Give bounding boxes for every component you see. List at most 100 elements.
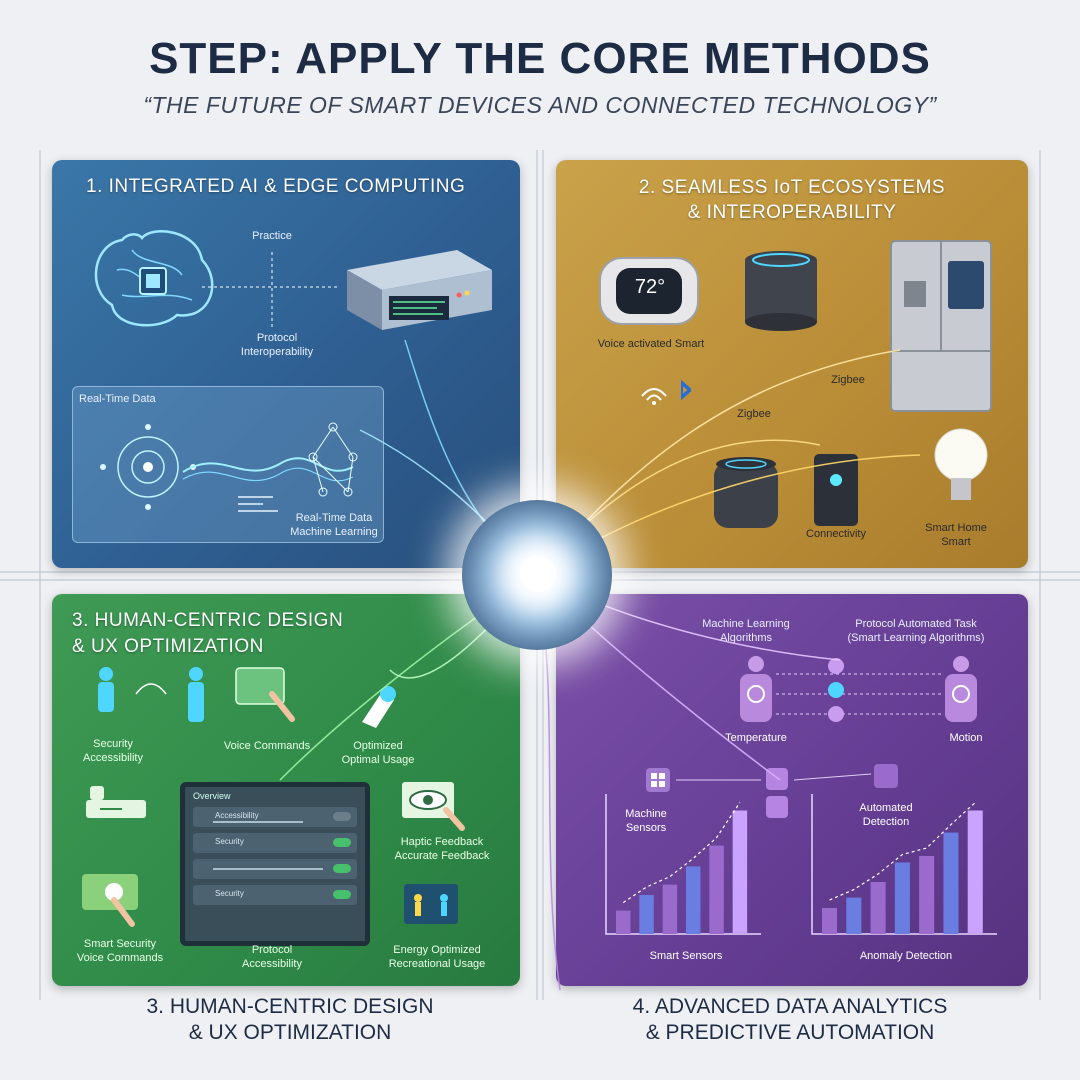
speaker-small-icon (714, 457, 778, 528)
label-protocol-auto-text: Protocol Automated Task (Smart Learning … (847, 618, 985, 644)
screen-row-1-label: Accessibility (215, 811, 259, 820)
slider-track[interactable] (213, 821, 303, 823)
page-subtitle: “THE FUTURE OF SMART DEVICES AND CONNECT… (143, 92, 937, 118)
panel-ai-edge: 1. INTEGRATED AI & EDGE COMPUTING Practi… (52, 160, 520, 568)
label-realtime-top: Real-Time Data (79, 393, 156, 405)
label-smart-text: Smart Home Smart (925, 522, 987, 548)
label-practice: Practice (252, 230, 292, 242)
person-sensor-flow-icon (740, 656, 977, 722)
label-protocol: Protocol Interoperability (222, 332, 332, 360)
panel-iot: 2. SEAMLESS IoT ECOSYSTEMS & INTEROPERAB… (556, 160, 1028, 568)
label-ml-text: Machine Learning Algorithms (702, 618, 790, 644)
label-zigbee-mid: Zigbee (737, 408, 771, 420)
panel-iot-title: 2. SEAMLESS IoT ECOSYSTEMS & INTEROPERAB… (638, 177, 946, 223)
screen-row-2[interactable]: Security (193, 833, 357, 853)
label-anomaly: Anomaly Detection (859, 950, 953, 962)
screen-row-1[interactable]: Accessibility (193, 807, 357, 827)
label-security: Security Accessibility (68, 738, 158, 766)
wifi-bluetooth-icon (641, 379, 692, 405)
smart-fridge-icon (890, 240, 992, 412)
smart-sensors-chart-bar-5 (732, 810, 748, 934)
anomaly-chart-bar-5 (943, 832, 959, 934)
globe-glow (520, 556, 556, 592)
label-security-text: Security Accessibility (83, 738, 143, 764)
anomaly-chart-bar-3 (894, 862, 910, 934)
label-optimized-text: Optimized Optimal Usage (341, 740, 415, 766)
toggle-switch[interactable] (333, 864, 351, 873)
smart-sensors-chart-bar-3 (686, 866, 701, 934)
smart-bulb-icon (934, 428, 988, 500)
presentation-icon (404, 884, 458, 924)
neural-network-icon (100, 422, 358, 512)
anomaly-chart-bar-4 (919, 856, 935, 934)
label-protocol-auto: Protocol Automated Task (Smart Learning … (826, 618, 1006, 646)
page-title: STEP: APPLY THE CORE METHODS (149, 34, 931, 83)
label-ml: Machine Learning Algorithms (686, 618, 806, 646)
screen-header: Overview (193, 791, 231, 801)
label-zigbee-right: Zigbee (831, 374, 865, 386)
touch-screen-icon (235, 667, 295, 722)
anomaly-chart-axis (811, 794, 997, 935)
label-smart-sensors: Smart Sensors (649, 950, 723, 962)
thermostat-temp: 72° (634, 276, 666, 298)
label-haptic-text: Haptic Feedback Accurate Feedback (394, 836, 490, 862)
thermostat-icon (599, 257, 699, 325)
label-automated-detection: Automated Detection (836, 802, 936, 830)
slider-track[interactable] (213, 868, 323, 870)
anomaly-chart-bar-2 (870, 882, 886, 934)
screen-row-4-label: Security (215, 889, 244, 898)
label-energy-text: Energy Optimized Recreational Usage (388, 944, 486, 970)
label-connect: Connectivity (806, 528, 866, 540)
smart-sensors-chart-bar-2 (662, 884, 678, 934)
toggle-switch[interactable] (333, 812, 351, 821)
microphone-icon (362, 686, 396, 728)
smart-sensors-chart-axis (605, 794, 761, 935)
label-haptic: Haptic Feedback Accurate Feedback (382, 836, 502, 864)
label-motion: Motion (949, 732, 983, 744)
anomaly-chart-trend-line (829, 802, 976, 901)
smart-sensors-chart (605, 794, 761, 935)
dotted-connector (202, 252, 337, 327)
anomaly-chart-bar-6 (967, 810, 983, 934)
switch-toggle-icon (86, 786, 146, 818)
smart-sensors-chart-bar-1 (639, 895, 654, 934)
panel-ux: 3. HUMAN-CENTRIC DESIGN & UX OPTIMIZATIO… (52, 594, 520, 986)
label-temperature: Temperature (725, 732, 787, 744)
smart-sensors-chart-trend-line (622, 802, 741, 904)
eye-feedback-icon (402, 782, 465, 831)
screen-row-3[interactable] (193, 859, 357, 879)
anomaly-detection-chart (811, 794, 997, 935)
brain-chip-icon (94, 230, 214, 327)
smart-sensors-chart-bar-4 (709, 845, 724, 934)
label-energy: Energy Optimized Recreational Usage (372, 944, 502, 972)
label-machine-sensors-text: Machine Sensors (625, 808, 667, 834)
smart-hub-icon (814, 454, 858, 526)
label-smart-security: Smart Security Voice Commands (60, 938, 180, 966)
label-realtime-bottom-text: Real-Time Data Machine Learning (290, 512, 378, 538)
panel-ux-title: 3. HUMAN-CENTRIC DESIGN & UX OPTIMIZATIO… (72, 610, 344, 657)
toggle-switch[interactable] (333, 890, 351, 899)
tablet-screen: Overview Accessibility Security Security (180, 782, 370, 946)
label-optimized: Optimized Optimal Usage (328, 740, 428, 768)
label-voice-commands: Voice Commands (223, 740, 311, 752)
label-realtime-bottom: Real-Time Data Machine Learning (284, 512, 384, 540)
anomaly-chart-bar-0 (822, 908, 838, 934)
screen-row-2-label: Security (215, 837, 244, 846)
screen-row-4[interactable]: Security (193, 885, 357, 905)
label-smart: Smart Home Smart (906, 522, 1006, 550)
toggle-switch[interactable] (333, 838, 351, 847)
label-protocol-text: Protocol Interoperability (240, 332, 314, 358)
label-protocol-access-text: Protocol Accessibility (242, 944, 302, 970)
anomaly-chart-bar-1 (846, 897, 862, 934)
touch-security-icon (82, 874, 138, 927)
panel-analytics: Machine Learning Algorithms Protocol Aut… (556, 594, 1028, 986)
label-automated-detection-text: Automated Detection (859, 802, 913, 828)
label-machine-sensors: Machine Sensors (606, 808, 686, 836)
smart-sensors-chart-bar-0 (616, 910, 631, 934)
panel-ai-title: 1. INTEGRATED AI & EDGE COMPUTING (86, 176, 466, 197)
smart-speaker-icon (745, 251, 817, 331)
label-protocol-access: Protocol Accessibility (212, 944, 332, 972)
edge-server-icon (347, 250, 492, 330)
people-interaction-icon (98, 667, 204, 722)
